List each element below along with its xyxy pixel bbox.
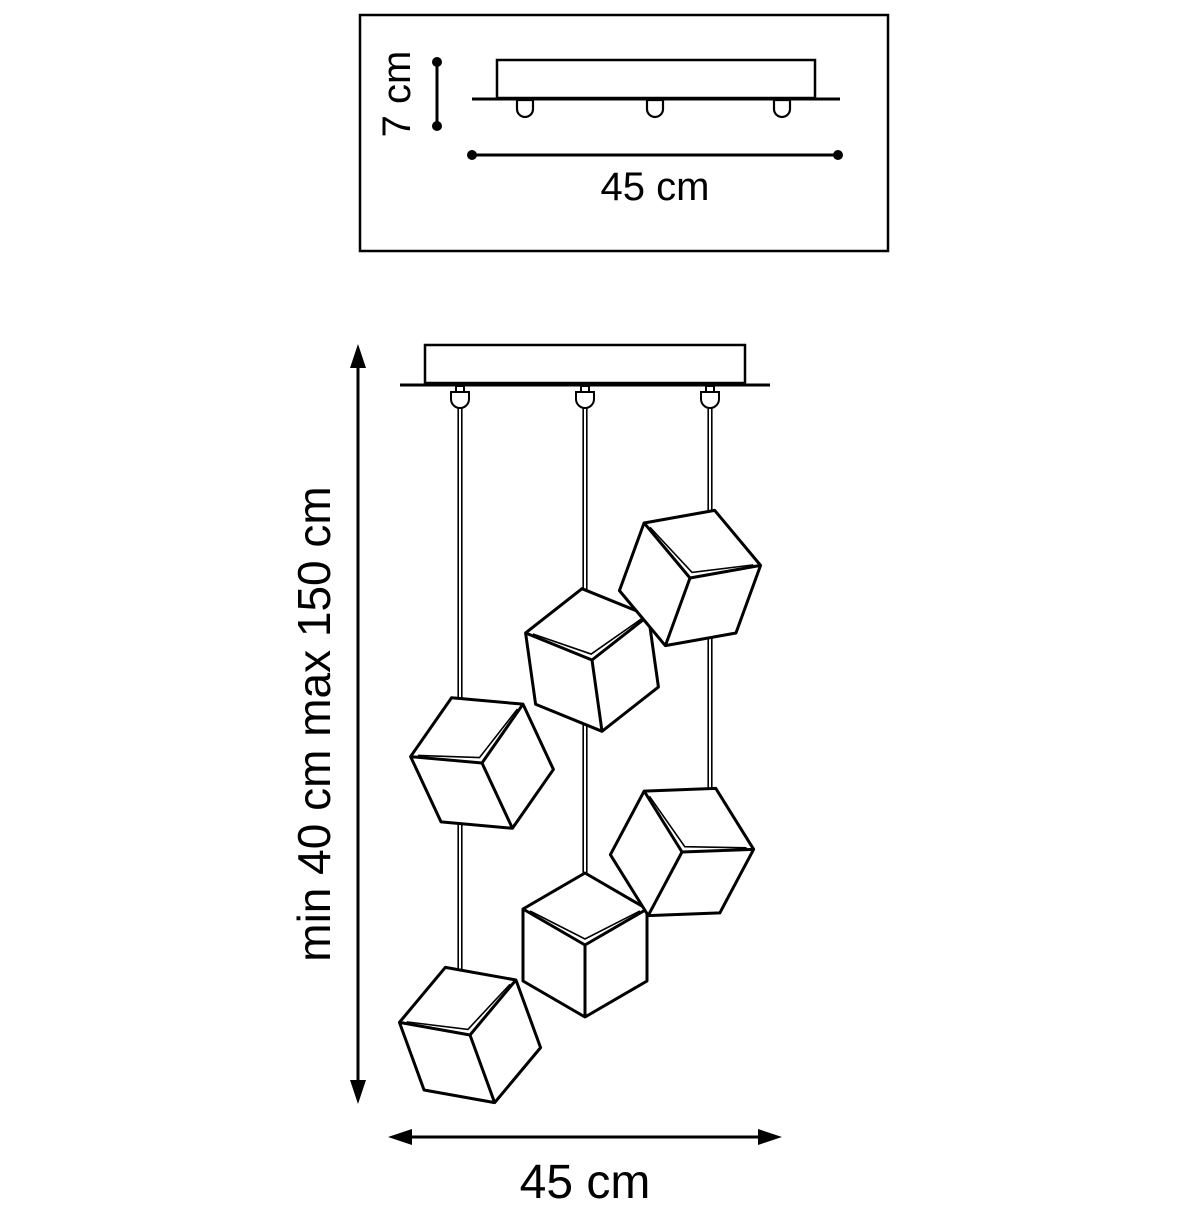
inset-height-dimension: 7 cm	[375, 51, 442, 138]
inset-panel: 7 cm 45 cm	[358, 13, 890, 253]
pendant-fixture: min 40 cm max 150 cm 45 cm	[288, 343, 782, 1205]
arrow-down-icon	[350, 1080, 366, 1104]
cord-holder	[700, 385, 720, 409]
width-dimension-label: 45 cm	[520, 1156, 651, 1200]
cord-holder	[450, 385, 470, 409]
inset-width-dimension: 45 cm	[467, 150, 843, 209]
canopy-plate	[423, 343, 747, 385]
arrow-left-icon	[388, 1129, 412, 1145]
canopy-side-view	[495, 58, 817, 100]
arrow-up-icon	[350, 344, 366, 368]
inset-border	[358, 13, 890, 253]
drop-dimension-label: min 40 cm max 150 cm	[288, 486, 340, 961]
arrow-right-icon	[758, 1129, 782, 1145]
cord-holder	[575, 385, 595, 409]
inset-width-label: 45 cm	[601, 165, 710, 209]
width-dimension: 45 cm	[388, 1129, 782, 1205]
mounting-peg	[645, 98, 665, 119]
mounting-peg	[772, 98, 792, 119]
cube-shade	[521, 871, 649, 1019]
inset-height-label: 7 cm	[375, 51, 419, 138]
mounting-peg	[515, 98, 535, 119]
drop-dimension: min 40 cm max 150 cm	[288, 344, 366, 1104]
